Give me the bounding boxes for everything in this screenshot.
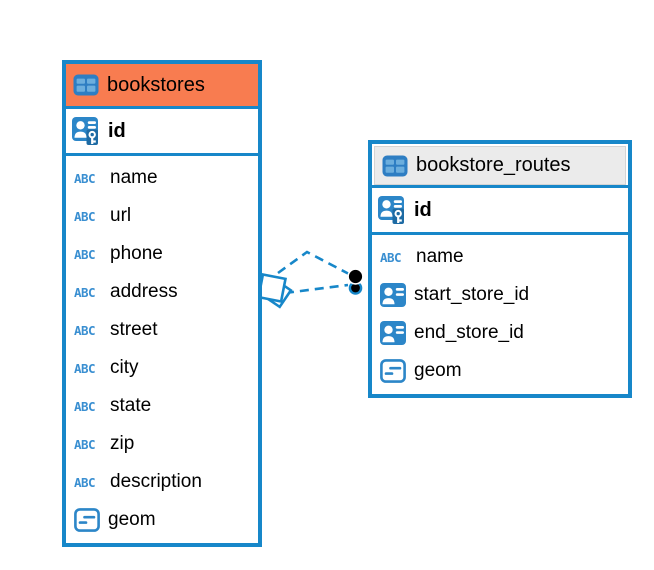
column-row[interactable]: ABC name (372, 238, 628, 276)
table-header[interactable]: bookstores (66, 64, 258, 106)
table-bookstore-routes[interactable]: bookstore_routes id ABC name start_store… (368, 140, 632, 398)
divider (66, 106, 258, 109)
table-title: bookstore_routes (416, 154, 571, 176)
column-row[interactable]: ABC description (66, 463, 258, 501)
table-title: bookstores (107, 73, 205, 96)
column-name: name (110, 167, 158, 188)
column-row[interactable]: ABC name (66, 159, 258, 197)
column-name: end_store_id (414, 322, 524, 343)
column-row[interactable]: ABC state (66, 387, 258, 425)
text-type-icon: ABC (74, 246, 96, 262)
column-row[interactable]: end_store_id (372, 314, 628, 352)
column-name: description (110, 471, 202, 492)
column-row[interactable]: geom (372, 352, 628, 390)
text-type-icon: ABC (74, 170, 96, 186)
primary-key-icon (378, 196, 405, 224)
column-name: id (108, 119, 126, 142)
column-name: street (110, 319, 158, 340)
column-name: address (110, 281, 178, 302)
divider (66, 153, 258, 156)
column-row-id[interactable]: id (66, 109, 258, 153)
text-type-icon: ABC (74, 208, 96, 224)
column-row[interactable]: ABC phone (66, 235, 258, 273)
column-row-id[interactable]: id (372, 188, 628, 232)
column-name: id (414, 198, 432, 221)
column-name: city (110, 357, 139, 378)
text-type-icon: ABC (74, 398, 96, 414)
geometry-type-icon (74, 508, 100, 532)
text-type-icon: ABC (380, 249, 402, 265)
text-type-icon: ABC (74, 474, 96, 490)
foreign-key-icon (380, 283, 406, 307)
column-row[interactable]: ABC address (66, 273, 258, 311)
relationship-source-marker[interactable] (256, 272, 293, 309)
column-row[interactable]: ABC zip (66, 425, 258, 463)
column-row[interactable]: geom (66, 501, 258, 539)
foreign-key-icon (380, 321, 406, 345)
column-name: phone (110, 243, 163, 264)
column-list: ABC name ABC url ABC phone ABC address A… (66, 156, 258, 539)
text-type-icon: ABC (74, 436, 96, 452)
divider (372, 185, 628, 188)
geometry-type-icon (380, 359, 406, 383)
column-name: url (110, 205, 132, 226)
table-header[interactable]: bookstore_routes (374, 146, 626, 185)
text-type-icon: ABC (74, 322, 96, 338)
column-name: zip (110, 433, 135, 454)
column-name: state (110, 395, 152, 416)
column-list: ABC name start_store_id end_store_id geo… (372, 235, 628, 390)
primary-key-icon (72, 117, 99, 145)
column-row[interactable]: start_store_id (372, 276, 628, 314)
column-name: start_store_id (414, 284, 530, 305)
column-name: name (416, 246, 464, 267)
text-type-icon: ABC (74, 360, 96, 376)
text-type-icon: ABC (74, 284, 96, 300)
table-icon (382, 155, 408, 176)
divider (372, 232, 628, 235)
relationship-target-marker[interactable] (347, 268, 364, 295)
column-row[interactable]: ABC url (66, 197, 258, 235)
table-icon (73, 74, 99, 96)
column-row[interactable]: ABC street (66, 311, 258, 349)
table-bookstores[interactable]: bookstores id ABC name ABC url ABC phone… (62, 60, 262, 547)
column-name: geom (108, 509, 156, 530)
column-row[interactable]: ABC city (66, 349, 258, 387)
column-name: geom (414, 360, 462, 381)
